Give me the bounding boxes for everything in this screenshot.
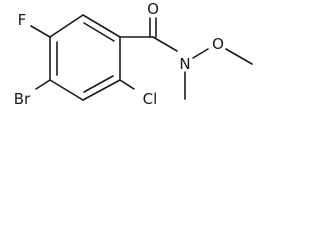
ring-bond-c2-c3 (49, 14, 84, 38)
bond-c4-br (35, 79, 51, 90)
atom-label-bromine: Br (14, 90, 31, 108)
ring-bond-c4-c5 (49, 79, 84, 101)
bond-n-o (192, 48, 209, 59)
ring-double-bond-inner-1 (83, 22, 115, 42)
ring-bond-c5-c6 (82, 79, 121, 101)
bonds (30, 14, 253, 101)
structure-diagram: F Br Cl O N O (0, 0, 260, 138)
bond-carbonyl-n (152, 36, 178, 52)
atom-label-methoxy-oxygen: O (212, 35, 224, 53)
atom-label-fluorine: F (18, 11, 27, 29)
atom-label-amide-nitrogen: N (179, 55, 190, 73)
atom-label-carbonyl-oxygen: O (147, 0, 159, 18)
molecule-drawing: F Br Cl O N O (14, 0, 253, 108)
bond-c3-f (30, 25, 51, 38)
bond-c6-cl (119, 79, 135, 90)
atom-label-chlorine: Cl (143, 90, 158, 108)
bond-o-methyl (225, 48, 253, 65)
ring-double-bond-inner-3 (83, 75, 114, 93)
ring-bond-c1-c2 (82, 14, 121, 38)
atom-labels: F Br Cl O N O (14, 0, 224, 108)
